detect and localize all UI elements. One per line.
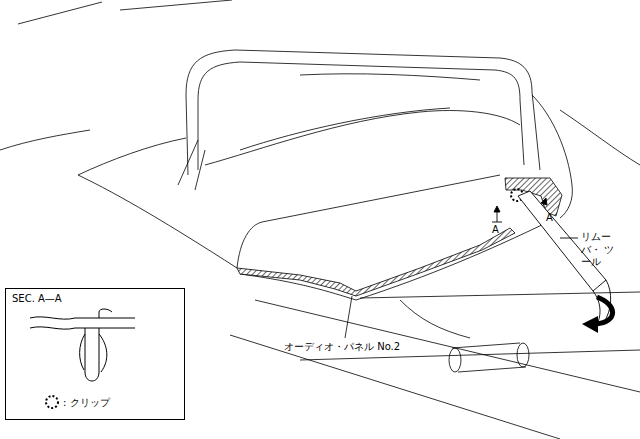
section-inset: SEC. A—A : クリップ (5, 288, 185, 420)
part-name: リムーバ・ ツール (581, 231, 623, 269)
part-name: オーディオ・パネル No.2 (284, 341, 400, 354)
section-mark: A (492, 224, 499, 237)
section-mark: A (546, 212, 553, 225)
legend-text: : クリップ (63, 397, 110, 409)
section-title: SEC. A—A (12, 293, 62, 305)
